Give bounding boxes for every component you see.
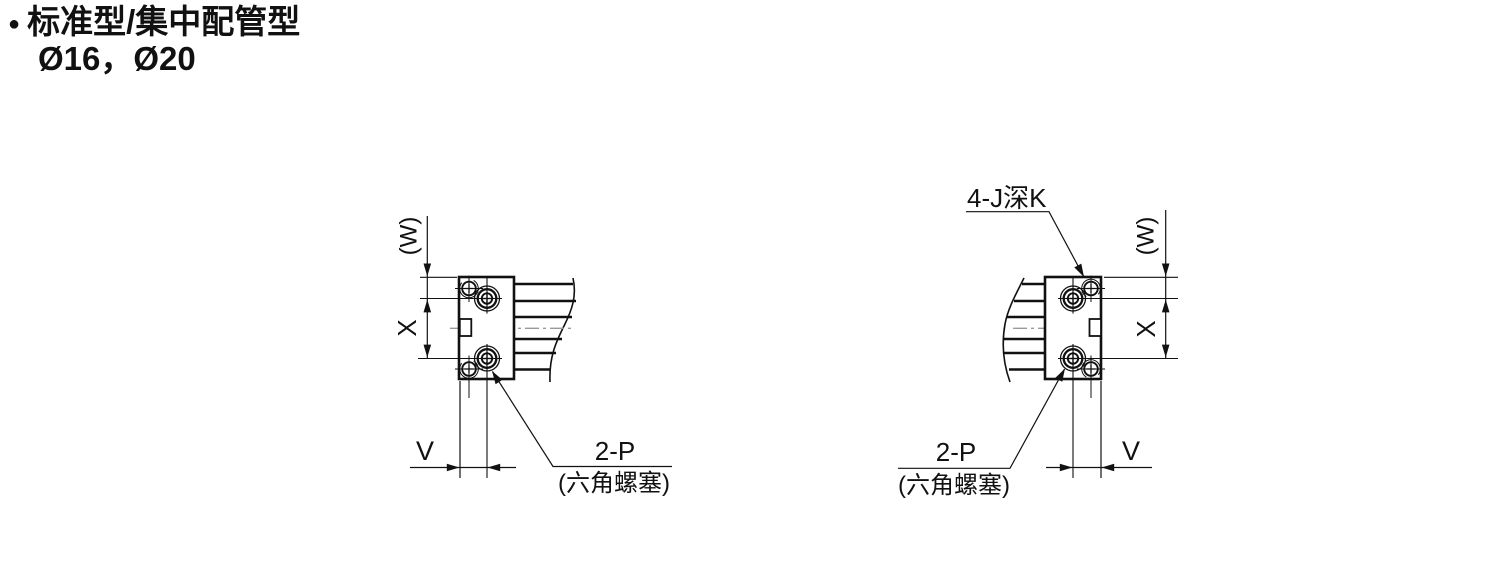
right-bottom-port	[1059, 344, 1087, 478]
title-row: ● 标准型/集中配管型	[8, 3, 301, 41]
right-port-note: (六角螺塞)	[898, 472, 1010, 499]
right-sensor-notch	[1088, 318, 1102, 337]
right-top-screw-hole	[1077, 275, 1105, 302]
right-port-leader	[898, 368, 1066, 469]
bullet-icon: ●	[8, 13, 21, 35]
page-subtitle: Ø16，Ø20	[38, 39, 196, 77]
right-dimension-v-arrows	[1059, 463, 1115, 472]
left-view-labels: (W) X V 2-P (六角螺塞)	[392, 217, 670, 497]
left-top-screw-hole	[455, 275, 483, 302]
left-break-line	[549, 277, 576, 383]
left-port-label: 2-P	[595, 436, 635, 466]
right-break-line	[1002, 277, 1025, 383]
left-dim-x-label: X	[392, 319, 422, 336]
left-dim-w-label: (W)	[396, 217, 423, 256]
left-tube-lines	[514, 282, 576, 371]
right-bottom-screw-hole	[1077, 355, 1105, 398]
left-bottom-port	[473, 344, 501, 478]
section-header: ● 标准型/集中配管型 Ø16，Ø20	[8, 3, 301, 78]
right-dimension-wx	[1058, 210, 1178, 360]
right-dim-v-label: V	[1122, 436, 1140, 466]
left-bottom-screw-hole	[455, 355, 483, 398]
left-dimension-arrows	[423, 263, 432, 358]
right-view-labels: 4-J深K (W) X V 2-P (六角螺塞)	[898, 183, 1161, 499]
right-dimension-arrows	[1161, 263, 1170, 358]
right-dim-x-label: X	[1131, 320, 1161, 337]
right-tube-lines	[1003, 282, 1045, 371]
left-port-leader	[491, 371, 672, 468]
left-port-note: (六角螺塞)	[558, 470, 670, 497]
left-sensor-notch	[458, 318, 473, 337]
right-port-label: 2-P	[936, 437, 976, 467]
right-view: 4-J深K (W) X V 2-P (六角螺塞)	[898, 183, 1178, 499]
right-dim-w-label: (W)	[1133, 217, 1160, 256]
left-dimension-wx	[418, 216, 502, 360]
left-dim-v-label: V	[416, 436, 434, 466]
left-dimension-v-arrows	[446, 463, 501, 472]
left-view: (W) X V 2-P (六角螺塞)	[392, 216, 672, 497]
right-thread-label: 4-J深K	[967, 183, 1047, 213]
right-thread-leader	[966, 211, 1085, 278]
page-title: 标准型/集中配管型	[27, 3, 301, 40]
